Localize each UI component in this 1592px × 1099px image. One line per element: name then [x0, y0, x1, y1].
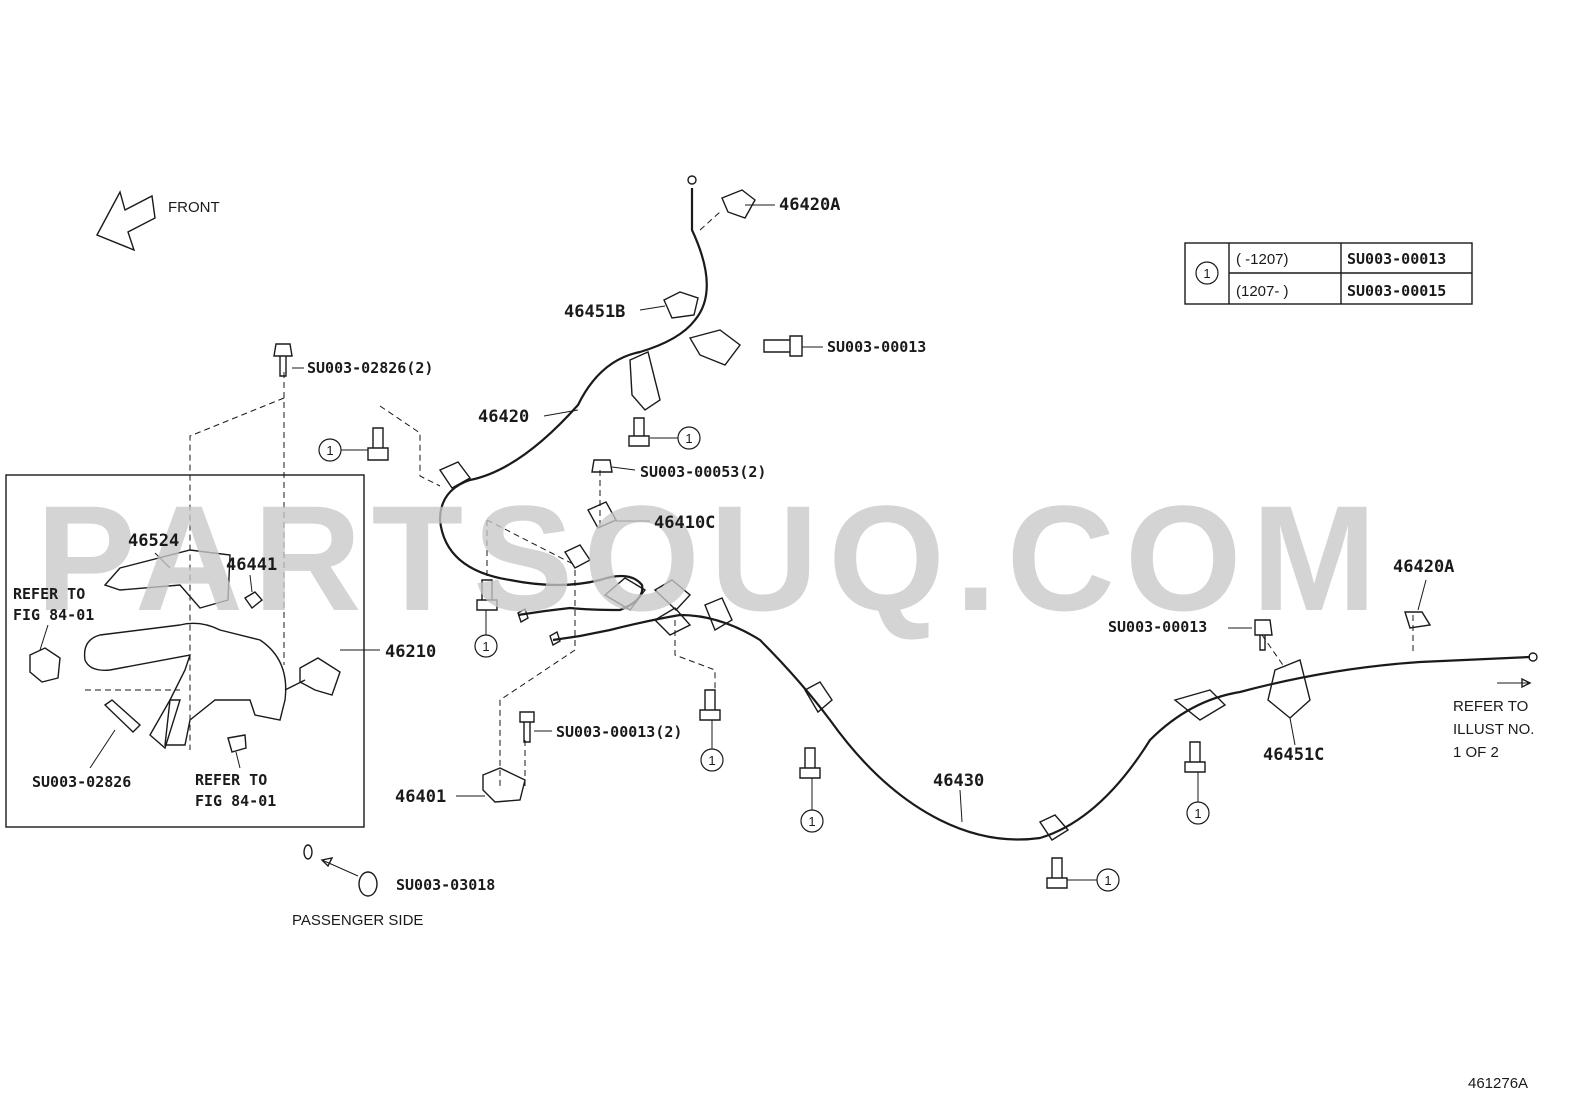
lever-assembly-inset-box	[5, 474, 365, 828]
label-passenger-side: PASSENGER SIDE	[292, 912, 423, 929]
label-refer-illust-line2: ILLUST NO.	[1453, 721, 1534, 738]
label-su003-00013-right: SU003-00013	[1108, 618, 1207, 636]
nut-su003-00053-icon	[591, 459, 613, 473]
legend-range-1: ( -1207)	[1236, 251, 1289, 268]
clamp-46451b	[663, 291, 699, 319]
label-46420a-right: 46420A	[1393, 557, 1454, 577]
plug-su003-03018-icon	[358, 871, 378, 897]
label-refer-illust-line3: 1 OF 2	[1453, 744, 1499, 761]
svg-text:1: 1	[326, 443, 333, 458]
front-arrow-icon	[96, 190, 156, 252]
svg-text:1: 1	[482, 639, 489, 654]
legend-range-2: (1207- )	[1236, 283, 1289, 300]
part-labels: 46420A 46451B SU003-00013 SU003-02826(2)…	[13, 195, 1534, 1092]
clip-46441	[243, 591, 264, 610]
svg-text:1: 1	[1203, 266, 1210, 281]
legend-table: 1 ( -1207) SU003-00013 (1207- ) SU003-00…	[1184, 242, 1473, 305]
label-46451b: 46451B	[564, 302, 625, 322]
front-label: FRONT	[168, 199, 220, 216]
figure-id: 461276A	[1468, 1075, 1528, 1092]
watermark: PARTSOUQ.COM	[36, 474, 1387, 642]
label-refer-fig-a-line2: FIG 84-01	[13, 606, 94, 624]
clamp-46451c	[1267, 659, 1311, 719]
label-46410c: 46410C	[654, 513, 715, 533]
label-refer-fig-b-line1: REFER TO	[195, 771, 267, 789]
svg-text:1: 1	[808, 814, 815, 829]
bracket-46401	[482, 767, 526, 803]
label-su003-00013-top: SU003-00013	[827, 338, 926, 356]
label-46420a-top: 46420A	[779, 195, 840, 215]
label-46401: 46401	[395, 787, 446, 807]
label-su003-02826-2: SU003-02826(2)	[307, 359, 433, 377]
label-refer-fig-a-line1: REFER TO	[13, 585, 85, 603]
svg-text:1: 1	[708, 753, 715, 768]
assembly-guide-lines	[85, 211, 1414, 790]
label-46420: 46420	[478, 407, 529, 427]
bolt-su003-00013-top-icon	[763, 335, 803, 357]
clip-46410c	[587, 501, 617, 529]
label-46210: 46210	[385, 642, 436, 662]
svg-text:1: 1	[1104, 873, 1111, 888]
label-su003-00053-2: SU003-00053(2)	[640, 463, 766, 481]
legend-callout-circle	[1195, 261, 1219, 285]
svg-text:1: 1	[1194, 806, 1201, 821]
bolt-su003-00013-2-icon	[519, 711, 535, 743]
bolts	[273, 335, 1273, 897]
legend-part-1: SU003-00013	[1347, 250, 1446, 268]
clip-46420a-right	[1404, 611, 1432, 629]
label-46451c: 46451C	[1263, 745, 1324, 765]
leader-lines	[39, 204, 1532, 823]
bolt-su003-02826	[103, 699, 142, 733]
cable-clamps	[438, 189, 1432, 841]
parking-brake-lever-assembly	[29, 549, 341, 753]
cable-46420	[438, 175, 708, 617]
legend-part-2: SU003-00015	[1347, 282, 1446, 300]
callout-circles: 1 1 1 1 1 1 1	[318, 426, 1210, 892]
cable-46430	[552, 613, 1538, 841]
label-refer-illust-line1: REFER TO	[1453, 698, 1528, 715]
label-su003-02826: SU003-02826	[32, 773, 131, 791]
bolt-su003-00013-right-icon	[1254, 619, 1273, 651]
label-46524: 46524	[128, 531, 179, 551]
label-46430: 46430	[933, 771, 984, 791]
label-refer-fig-b-line2: FIG 84-01	[195, 792, 276, 810]
label-46441: 46441	[226, 555, 277, 575]
svg-text:1: 1	[685, 431, 692, 446]
clamp-46420a-top	[721, 189, 756, 219]
bolt-su003-02826-2-icon	[273, 343, 293, 377]
label-su003-00013-2: SU003-00013(2)	[556, 723, 682, 741]
arrow-right-icon	[1521, 677, 1532, 689]
clip-fig-84	[227, 734, 247, 753]
label-su003-03018: SU003-03018	[396, 876, 495, 894]
